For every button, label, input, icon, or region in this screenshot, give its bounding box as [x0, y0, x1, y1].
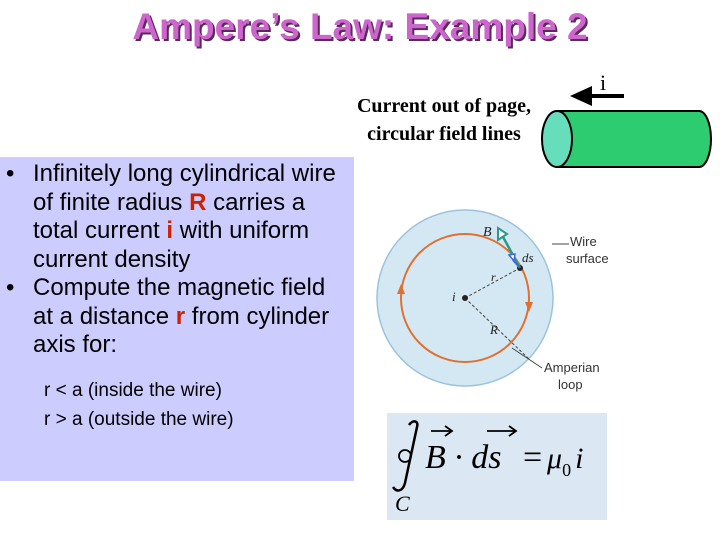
ds-vector-head: [507, 253, 516, 263]
bullet-text: Compute the magnetic field at a distance…: [33, 274, 330, 358]
current-label: i: [600, 70, 607, 95]
cylinder: [541, 110, 712, 168]
axis-dot: [462, 295, 468, 301]
figure-caption: Current out of page, circular field line…: [356, 95, 532, 145]
current-arrow: [570, 86, 624, 106]
amperian-pointer: [511, 347, 543, 369]
bullet-dot: •: [6, 160, 15, 187]
bullet-item: • Compute the magnetic field at a distan…: [6, 274, 346, 360]
b-vector: [500, 234, 522, 269]
label-r: r: [491, 270, 496, 284]
bullet-dot: •: [6, 274, 15, 301]
label-amperian-1: Amperian: [544, 360, 600, 375]
contour-label: C: [395, 491, 410, 516]
wire-cross-section: B ds r i R Wire surface Amperian loop: [376, 209, 609, 392]
label-ds: ds: [522, 250, 534, 265]
ds-vector-arrow: [487, 425, 518, 437]
label-wire-surface-1: Wire: [570, 234, 597, 249]
bullet-text: Infinitely long cylindrical wire of fini…: [33, 160, 336, 273]
bullet-panel: [0, 157, 354, 481]
sub-item-outside: r > a (outside the wire): [44, 408, 234, 430]
cylinder-figure: [541, 86, 712, 168]
equation-lhs: B · ds: [425, 439, 502, 476]
loop-arrow-left: [397, 284, 405, 294]
b-vector-head: [497, 226, 509, 242]
sub-list: r < a (inside the wire) r > a (outside t…: [6, 376, 346, 434]
bullet-list: • Infinitely long cylindrical wire of fi…: [6, 160, 346, 434]
bullet-item: • Infinitely long cylindrical wire of fi…: [6, 160, 346, 274]
label-R: R: [489, 322, 498, 337]
sub-item-inside: r < a (inside the wire): [44, 379, 222, 401]
label-i: i: [452, 289, 456, 304]
b-vector-arrow: [431, 425, 454, 437]
slide-title: Ampere’s Law: Example 2: [132, 6, 588, 47]
radius-r-line: [464, 267, 521, 299]
contour-integral-sign: [391, 420, 419, 492]
label-B: B: [483, 225, 492, 240]
amperian-loop: [400, 233, 530, 363]
label-amperian-2: loop: [558, 377, 583, 392]
equation-equals: =: [523, 439, 542, 476]
label-wire-surface-2: surface: [566, 251, 609, 266]
loop-arrow-right: [525, 302, 533, 312]
